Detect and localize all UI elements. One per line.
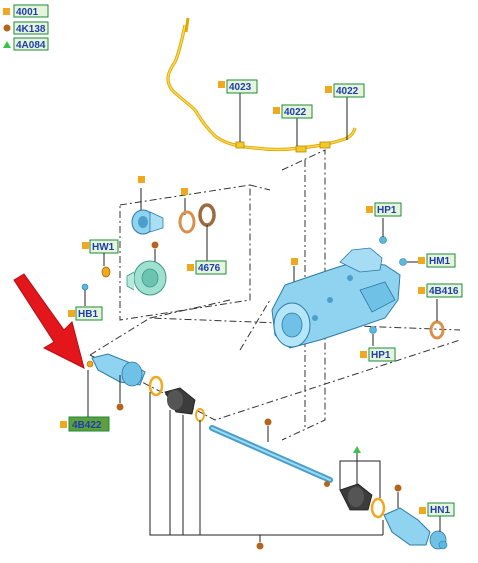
upper-left-parts	[81, 176, 216, 306]
red-arrow-icon	[13, 273, 85, 369]
green-triangle-icon	[3, 41, 11, 48]
legend-code-4001: 4001	[16, 7, 39, 18]
svg-text:HM1: HM1	[429, 256, 451, 267]
svg-text:4022: 4022	[284, 107, 307, 118]
svg-text:4B422: 4B422	[72, 420, 102, 431]
svg-text:HB1: HB1	[78, 309, 98, 320]
callout-4676[interactable]: 4676	[187, 260, 227, 275]
svg-text:HW1: HW1	[92, 242, 115, 253]
legend-label-box	[13, 37, 49, 51]
orange-square-icon	[3, 8, 10, 15]
callout-hp1-bottom[interactable]: HP1	[360, 347, 396, 362]
legend-label-box	[13, 21, 49, 35]
callout-hn1[interactable]: HN1	[419, 502, 455, 517]
callout-hw1[interactable]: HW1	[82, 239, 119, 266]
callout-4022-middle[interactable]: 4022	[273, 104, 313, 119]
drive-shaft-assembly	[86, 353, 448, 550]
svg-text:4B416: 4B416	[429, 286, 459, 297]
callout-hp1-top[interactable]: HP1	[366, 202, 402, 217]
wiring-harness	[166, 17, 357, 153]
callout-4b422[interactable]: 4B422	[60, 370, 110, 432]
svg-text:HN1: HN1	[430, 505, 450, 516]
callout-hm1[interactable]: HM1	[418, 253, 456, 268]
svg-text:4022: 4022	[336, 86, 359, 97]
callout-4023[interactable]: 4023	[218, 79, 258, 94]
shaft-leaders	[116, 375, 441, 550]
assembly-outline	[89, 149, 461, 441]
legend-code-4a084: 4A084	[16, 40, 46, 51]
differential-housing	[271, 218, 445, 349]
svg-text:4023: 4023	[229, 82, 252, 93]
callout-4022-right[interactable]: 4022	[325, 83, 365, 98]
legend-label-box	[13, 4, 49, 18]
callout-hb1[interactable]: HB1	[68, 306, 103, 321]
green-triangle-icon	[353, 446, 361, 453]
svg-text:HP1: HP1	[377, 205, 397, 216]
legend-code-4k138: 4K138	[16, 24, 46, 35]
svg-text:HP1: HP1	[371, 350, 391, 361]
harness-leaders	[239, 93, 348, 146]
svg-text:4676: 4676	[198, 263, 221, 274]
brown-circle-icon	[3, 24, 11, 32]
legend: 4001 4K138 4A084	[3, 4, 49, 51]
callout-4b416[interactable]: 4B416	[418, 283, 463, 298]
